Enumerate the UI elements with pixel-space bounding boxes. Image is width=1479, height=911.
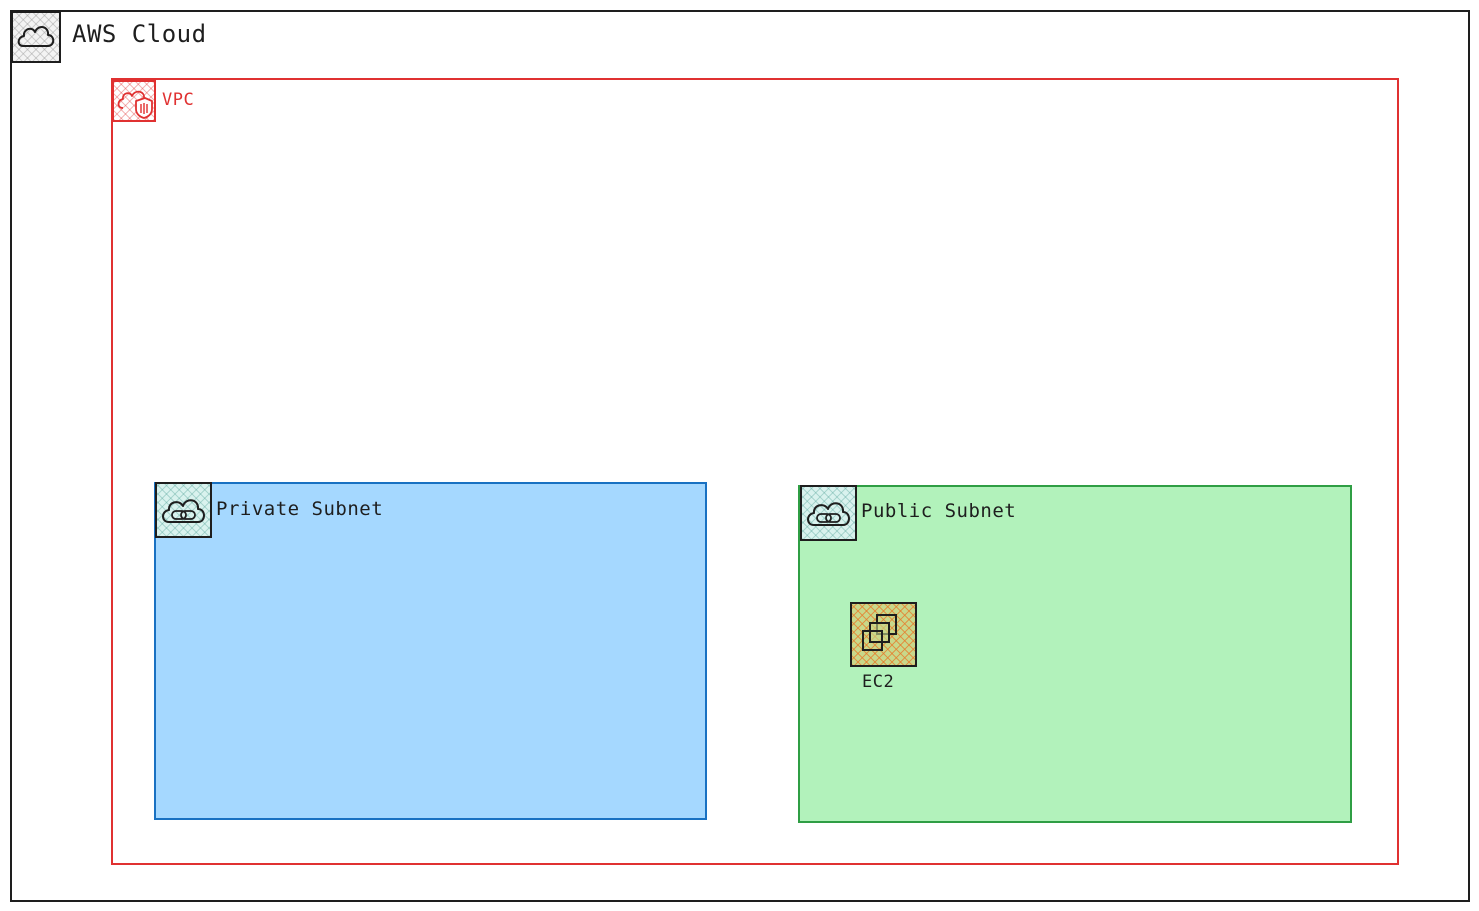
private-subnet-label: Private Subnet (216, 498, 384, 520)
aws-cloud-container (10, 10, 1470, 902)
ec2-label: EC2 (862, 672, 895, 692)
private-subnet-container (154, 482, 707, 820)
vpc-container (111, 78, 1399, 865)
subnet-cloud-link-icon (155, 482, 212, 538)
ec2-instance-icon (850, 602, 917, 667)
vpc-label: VPC (162, 90, 195, 110)
subnet-cloud-link-icon (800, 485, 857, 541)
cloud-icon (11, 11, 61, 63)
aws-cloud-label: AWS Cloud (72, 20, 207, 48)
public-subnet-label: Public Subnet (861, 500, 1017, 522)
vpc-cloud-shield-icon (112, 80, 156, 122)
